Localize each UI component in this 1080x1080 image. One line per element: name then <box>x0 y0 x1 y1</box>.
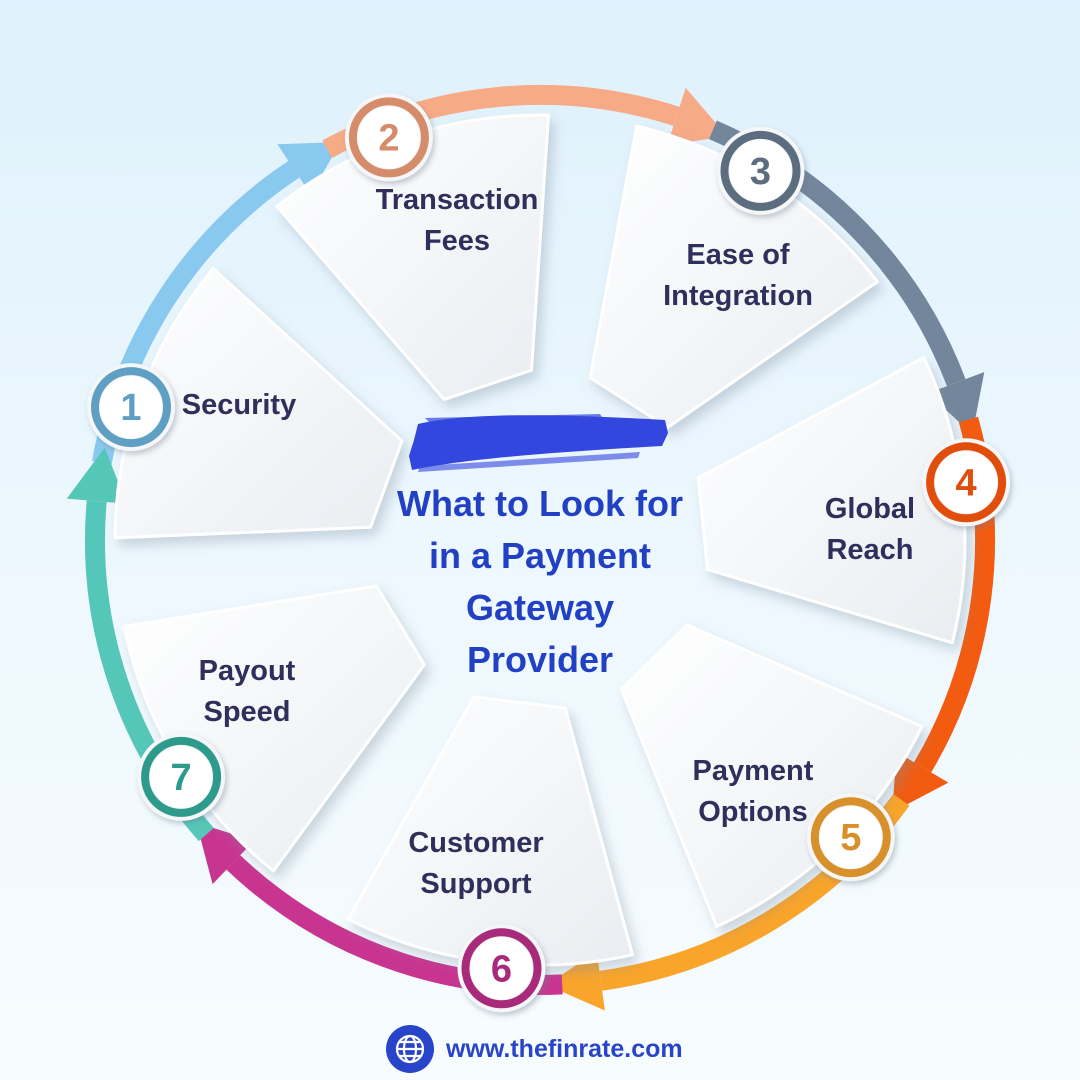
step-number: 1 <box>120 387 141 429</box>
step-label-line: Ease of <box>686 239 790 271</box>
diagram-title: What to Look for in a Payment Gateway Pr… <box>360 478 720 686</box>
step-badge-6: 6 <box>457 924 546 1013</box>
website-link[interactable]: www.thefinrate.com <box>446 1034 683 1063</box>
step-label-line: Integration <box>663 280 813 312</box>
step-number: 4 <box>956 462 977 504</box>
title-brush-stroke <box>409 414 668 472</box>
globe-icon <box>386 1025 434 1073</box>
step-badge-3: 3 <box>716 126 805 215</box>
step-label-line: Reach <box>826 534 914 566</box>
step-label-line: Customer <box>408 827 544 859</box>
title-line: What to Look for <box>397 483 683 524</box>
step-label-line: Speed <box>203 696 291 728</box>
ring-arrow-head <box>66 447 127 504</box>
ring-arrow-head <box>667 87 728 145</box>
step-badge-2: 2 <box>344 93 433 182</box>
step-label-line: Transaction <box>375 184 539 216</box>
title-line: Gateway <box>465 587 615 628</box>
step-label-line: Options <box>698 796 808 828</box>
step-label-line: Fees <box>423 225 491 257</box>
ring-arrow-head <box>277 142 341 195</box>
step-label-line: Global <box>824 493 916 525</box>
step-number: 7 <box>171 757 192 799</box>
step-cards <box>113 113 967 967</box>
step-badge-5: 5 <box>806 793 895 882</box>
step-badge-4: 4 <box>922 438 1011 527</box>
step-number: 5 <box>840 817 861 859</box>
ring-arrow-head <box>892 752 949 813</box>
step-label-line: Security <box>181 389 297 421</box>
title-line: in a Payment <box>428 535 652 576</box>
step-label-line: Support <box>420 868 532 900</box>
footer: www.thefinrate.com <box>386 1024 683 1074</box>
step-badge-7: 7 <box>137 732 226 821</box>
step-badges: 1 2 3 4 5 6 7 <box>87 93 1011 1013</box>
ring-arrow-head <box>546 951 605 1011</box>
step-label-1: Security <box>129 385 349 426</box>
step-label-3: Ease of Integration <box>628 235 848 317</box>
step-number: 2 <box>378 117 399 159</box>
ring-arrow-head <box>928 372 985 435</box>
step-label-line: Payout <box>198 655 296 687</box>
title-line: Provider <box>466 639 614 680</box>
step-number: 3 <box>750 151 771 193</box>
step-label-line: Payment <box>692 755 814 787</box>
step-number: 6 <box>491 948 512 990</box>
step-badge-1: 1 <box>87 363 175 452</box>
